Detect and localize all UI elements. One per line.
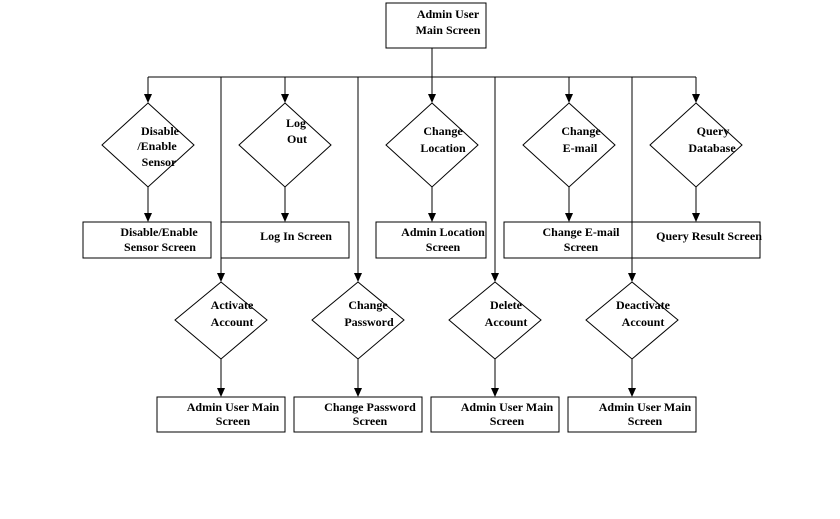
screen-label-line: Screen	[216, 414, 251, 428]
screen-label-line: Sensor Screen	[124, 240, 196, 254]
screen-admin-user-main-1: Admin User Main Screen	[156, 396, 286, 433]
decision-label-line: /Enable	[136, 139, 177, 153]
decision-delete-account: Delete Account	[448, 281, 542, 360]
decision-log-out: Log Out	[238, 102, 332, 188]
screen-change-email: Change E-mail Screen	[503, 221, 633, 259]
decision-label-line: Disable	[141, 124, 180, 138]
screen-disable-enable-sensor: Disable/Enable Sensor Screen	[82, 221, 212, 259]
decision-label-line: Change	[423, 124, 463, 138]
screen-label-line: Change Password	[324, 400, 416, 414]
decision-label-line: Account	[485, 315, 528, 329]
screen-label-line: Screen	[426, 240, 461, 254]
decision-label-line: Deactivate	[616, 298, 671, 312]
decision-label-line: Activate	[211, 298, 254, 312]
screen-change-password: Change Password Screen	[293, 396, 423, 433]
screen-label-line: Screen	[564, 240, 599, 254]
decision-label-line: Password	[344, 315, 394, 329]
decision-disable-enable-sensor: Disable /Enable Sensor	[101, 102, 195, 188]
screen-label-line: Query Result Screen	[656, 229, 762, 243]
screen-admin-user-main-3: Admin User Main Screen	[567, 396, 697, 433]
decision-label-line: Database	[688, 141, 736, 155]
screen-log-in: Log In Screen	[220, 221, 350, 259]
screen-label-line: Disable/Enable	[120, 225, 198, 239]
screen-admin-user-main-2: Admin User Main Screen	[430, 396, 560, 433]
decision-activate-account: Activate Account	[174, 281, 268, 360]
decision-label-line: Out	[287, 132, 307, 146]
decision-label-line: Change	[348, 298, 388, 312]
decision-label-line: E-mail	[563, 141, 598, 155]
decision-deactivate-account: Deactivate Account	[585, 281, 679, 360]
decision-label-line: Query	[697, 124, 730, 138]
screen-label-line: Screen	[628, 414, 663, 428]
screen-label-line: Screen	[353, 414, 388, 428]
screen-label-line: Admin User Main	[187, 400, 280, 414]
decision-change-email: Change E-mail	[522, 102, 616, 188]
arrowheads	[144, 94, 700, 397]
decision-label-line: Account	[622, 315, 665, 329]
decision-label-line: Change	[561, 124, 601, 138]
decision-label-line: Sensor	[142, 155, 177, 169]
screen-label-line: Screen	[490, 414, 525, 428]
decision-label-line: Account	[211, 315, 254, 329]
decision-change-location: Change Location	[385, 102, 479, 188]
screen-label-line: Log In Screen	[260, 229, 332, 243]
screen-label-line: Admin User Main	[461, 400, 554, 414]
screen-label-line: Admin User Main	[599, 400, 692, 414]
decision-label-line: Log	[286, 116, 306, 130]
decision-label-line: Location	[420, 141, 466, 155]
screen-label-line: Change E-mail	[542, 225, 620, 239]
connectors	[147, 48, 697, 390]
screen-admin-location: Admin Location Screen	[375, 221, 487, 259]
root-node: Admin User Main Screen	[385, 2, 487, 49]
decision-query-database: Query Database	[649, 102, 743, 188]
root-label-line-1: Admin User	[417, 7, 480, 21]
decision-label-line: Delete	[490, 298, 523, 312]
screen-label-line: Admin Location	[401, 225, 485, 239]
root-label-line-2: Main Screen	[416, 23, 481, 37]
decision-change-password: Change Password	[311, 281, 405, 360]
screen-query-result: Query Result Screen	[631, 221, 762, 259]
